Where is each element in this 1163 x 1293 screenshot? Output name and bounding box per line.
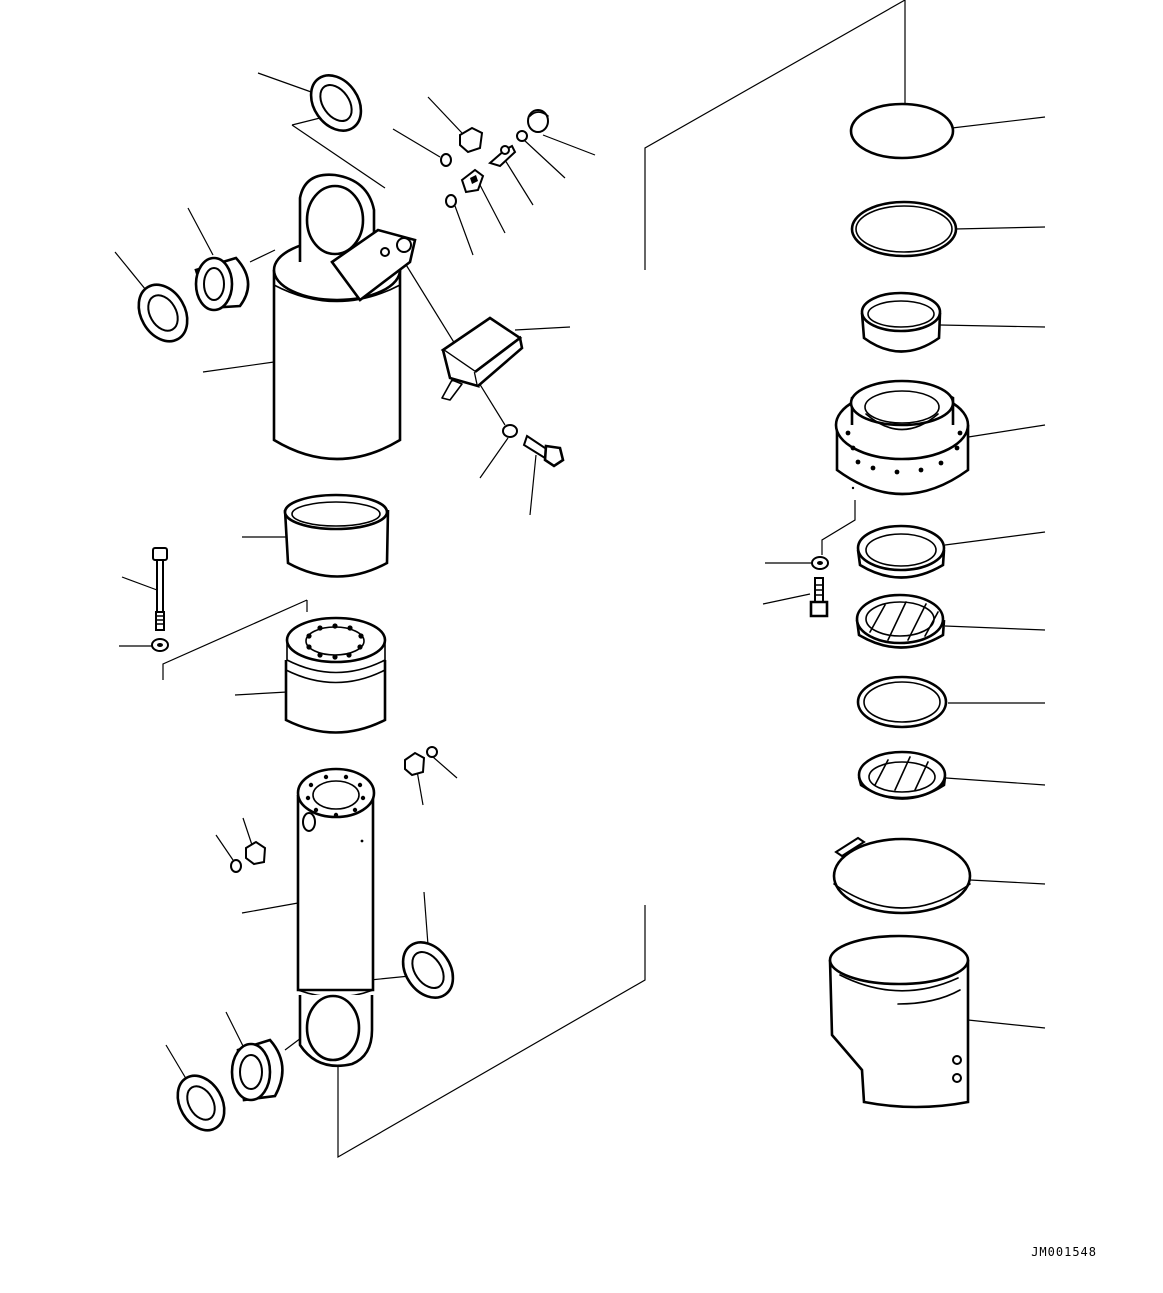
seal-ring (858, 677, 946, 727)
wear-ring-upper (285, 495, 388, 577)
o-ring (851, 104, 953, 158)
bushing-lower-left (232, 1040, 282, 1100)
backup-ring (852, 202, 956, 256)
rod-fittings (231, 747, 437, 872)
long-bolt (152, 548, 168, 651)
cylinder-cover (830, 936, 968, 1107)
cylinder-tube (274, 175, 415, 459)
dust-seal-upper-left (129, 276, 197, 350)
drawing-code-label: JM001548 (1031, 1245, 1097, 1259)
assembly-guide-lines (163, 0, 905, 1157)
rod-seal (858, 526, 944, 578)
wear-ring-small (859, 752, 945, 799)
snap-ring (834, 838, 970, 913)
guard-bolt (503, 425, 563, 466)
fittings-group (441, 110, 548, 207)
head-bolt (811, 578, 827, 616)
bushing-upper-left (196, 258, 248, 310)
leader-lines (115, 73, 1045, 1082)
head-washer (812, 557, 828, 569)
dust-seal-upper (301, 66, 371, 140)
piston (286, 618, 385, 733)
dust-seal-lower-left (168, 1067, 233, 1138)
piston-rod (298, 769, 374, 1066)
guard-plate (442, 318, 522, 400)
bushing-ring (862, 293, 940, 352)
cylinder-head (836, 381, 968, 494)
dust-seal-lower (393, 933, 463, 1007)
buffer-ring (857, 595, 944, 648)
